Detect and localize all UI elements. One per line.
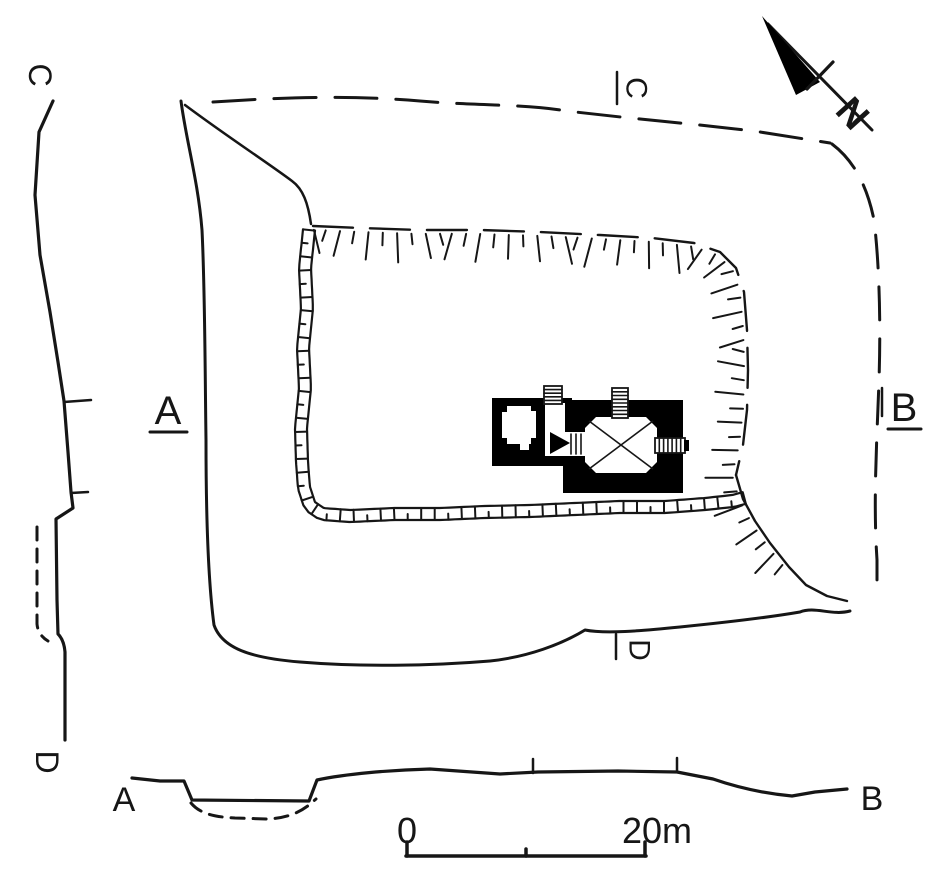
profile-ab: A B [113,756,884,821]
scale-bar: 0 20m [397,810,692,858]
plan-label-a: A [155,389,182,433]
profile-cd-tick-2 [69,490,90,495]
outer-west-south-line [179,99,852,667]
northwest-slope-line [183,103,313,226]
plan-label-c: C [620,77,653,99]
profile-ab-left-label: A [113,781,136,819]
scale-max-label: 20m [622,810,692,851]
north-arrow-crossbar [805,60,835,91]
scarp-hachures [312,228,784,576]
profile-cd-ditch-dashed [35,525,50,643]
outer-north-dashed [211,95,832,145]
profile-cd: C D [22,63,93,774]
building-stairs [543,385,686,454]
building-door-arrow [550,432,570,454]
scale-zero-label: 0 [397,810,417,851]
scarp-ladder-bands [293,228,747,524]
outer-east-dashed [830,142,882,594]
profile-cd-top-label: C [22,63,58,86]
east-stair-end-nub [684,440,689,451]
north-arrow-head [762,16,820,95]
profile-ab-right-label: B [861,780,884,818]
plan-label-d: D [623,639,656,661]
profile-cd-bottom-label: D [29,750,65,773]
inner-scarp [293,224,849,603]
profile-cd-line [33,99,75,742]
plan-outer-boundary [179,95,882,667]
north-label: N [827,90,877,139]
building [492,385,689,493]
profile-ab-line [130,767,849,803]
profile-ab-ditch-dashed [189,797,318,821]
plan-label-b: B [891,386,918,430]
plan-section-markers: C A B D [148,70,923,661]
vault-diagonal-2 [588,420,654,470]
profile-cd-tick-1 [62,398,93,404]
building-west-room [502,406,536,450]
north-arrow-icon: N [762,16,877,138]
